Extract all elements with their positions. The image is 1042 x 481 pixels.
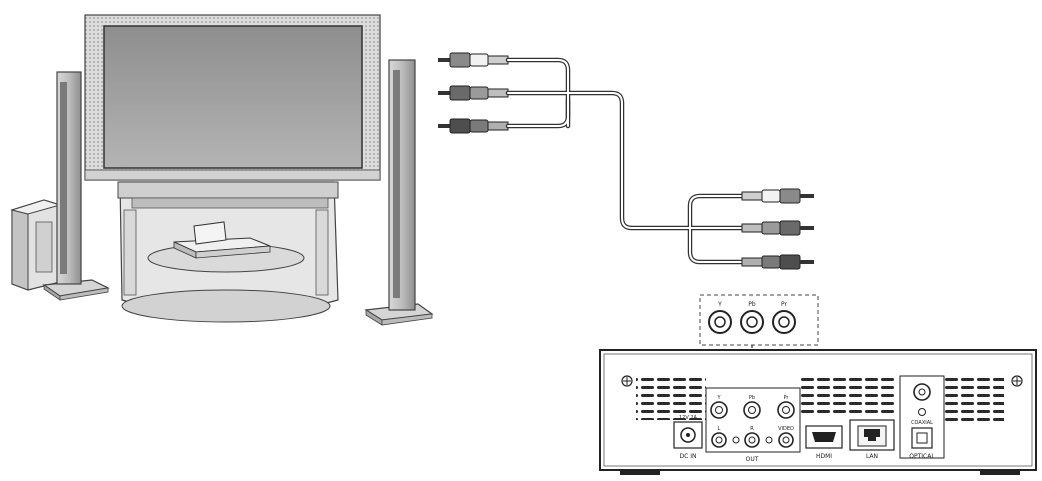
- screw-icon: [1011, 375, 1023, 387]
- coaxial-port: COAXIAL: [911, 383, 933, 426]
- rear-label-r: R: [750, 426, 754, 432]
- rear-jack-video: VIDEO: [778, 426, 794, 448]
- coaxial-label: COAXIAL: [911, 420, 933, 426]
- rear-label-l: L: [718, 426, 721, 432]
- media-player-rear-panel: 12V 2A DC IN Y Pb Pr: [599, 349, 1037, 475]
- optical-label: OPTICAL: [909, 453, 935, 460]
- optical-port: OPTICAL: [909, 427, 935, 460]
- plug-pb-tv-end: [438, 85, 509, 101]
- dc-in-label: DC IN: [680, 453, 697, 460]
- subwoofer: [10, 199, 62, 291]
- callout-label-pb: Pb: [748, 301, 756, 308]
- home-theater-setup: [10, 14, 434, 326]
- vent-grille: [636, 374, 706, 420]
- callout-jack-y: Y: [708, 301, 732, 334]
- rear-jack-pr: Pr: [777, 395, 795, 419]
- hdmi-port: HDMI: [805, 425, 843, 460]
- screw-icon: [621, 375, 633, 387]
- lan-label: LAN: [866, 453, 878, 460]
- rear-jack-pb: Pb: [743, 395, 761, 419]
- hdmi-label: HDMI: [816, 453, 832, 460]
- callout-jack-pr: Pr: [772, 301, 796, 334]
- rear-label-pr: Pr: [784, 395, 790, 401]
- digital-audio-ports: COAXIAL OPTICAL: [899, 375, 945, 460]
- cable-plugs-tv-end: [438, 52, 509, 134]
- component-jack-callout: Y Pb Pr: [699, 294, 819, 346]
- plug-y-player-end: [741, 188, 814, 204]
- vent-grille: [944, 374, 1004, 422]
- device-foot: [980, 470, 1020, 475]
- rear-label-pb: Pb: [749, 395, 755, 401]
- device-foot: [620, 470, 660, 475]
- flat-panel-tv: [84, 14, 381, 181]
- out-label: OUT: [746, 456, 759, 463]
- component-video-cable: [438, 52, 814, 270]
- media-player-on-shelf: [173, 221, 271, 259]
- vent-grille: [800, 374, 896, 414]
- callout-jack-pb: Pb: [740, 301, 764, 334]
- rear-jack-y: Y: [710, 395, 728, 419]
- rear-jack-l: L: [711, 426, 727, 448]
- cable-plugs-player-end: [741, 188, 814, 270]
- plug-pr-tv-end: [438, 118, 509, 134]
- callout-label-pr: Pr: [781, 301, 788, 308]
- dc-in-port: 12V 2A DC IN: [673, 415, 703, 460]
- rear-jack-r: R: [744, 426, 760, 448]
- dc-spec-label: 12V 2A: [679, 415, 698, 421]
- rear-label-video: VIDEO: [778, 426, 794, 432]
- lan-port: LAN: [849, 419, 895, 460]
- right-tower-speaker: [364, 59, 434, 326]
- left-tower-speaker: [42, 71, 110, 301]
- plug-pr-player-end: [741, 254, 814, 270]
- plug-pb-player-end: [741, 220, 814, 236]
- callout-label-y: Y: [717, 301, 722, 308]
- cable-wires: [505, 57, 745, 265]
- plug-y-tv-end: [438, 52, 509, 68]
- tv-stand: [117, 181, 339, 323]
- av-out-jacks: Y Pb Pr L R: [705, 387, 801, 463]
- rear-label-y: Y: [716, 395, 721, 401]
